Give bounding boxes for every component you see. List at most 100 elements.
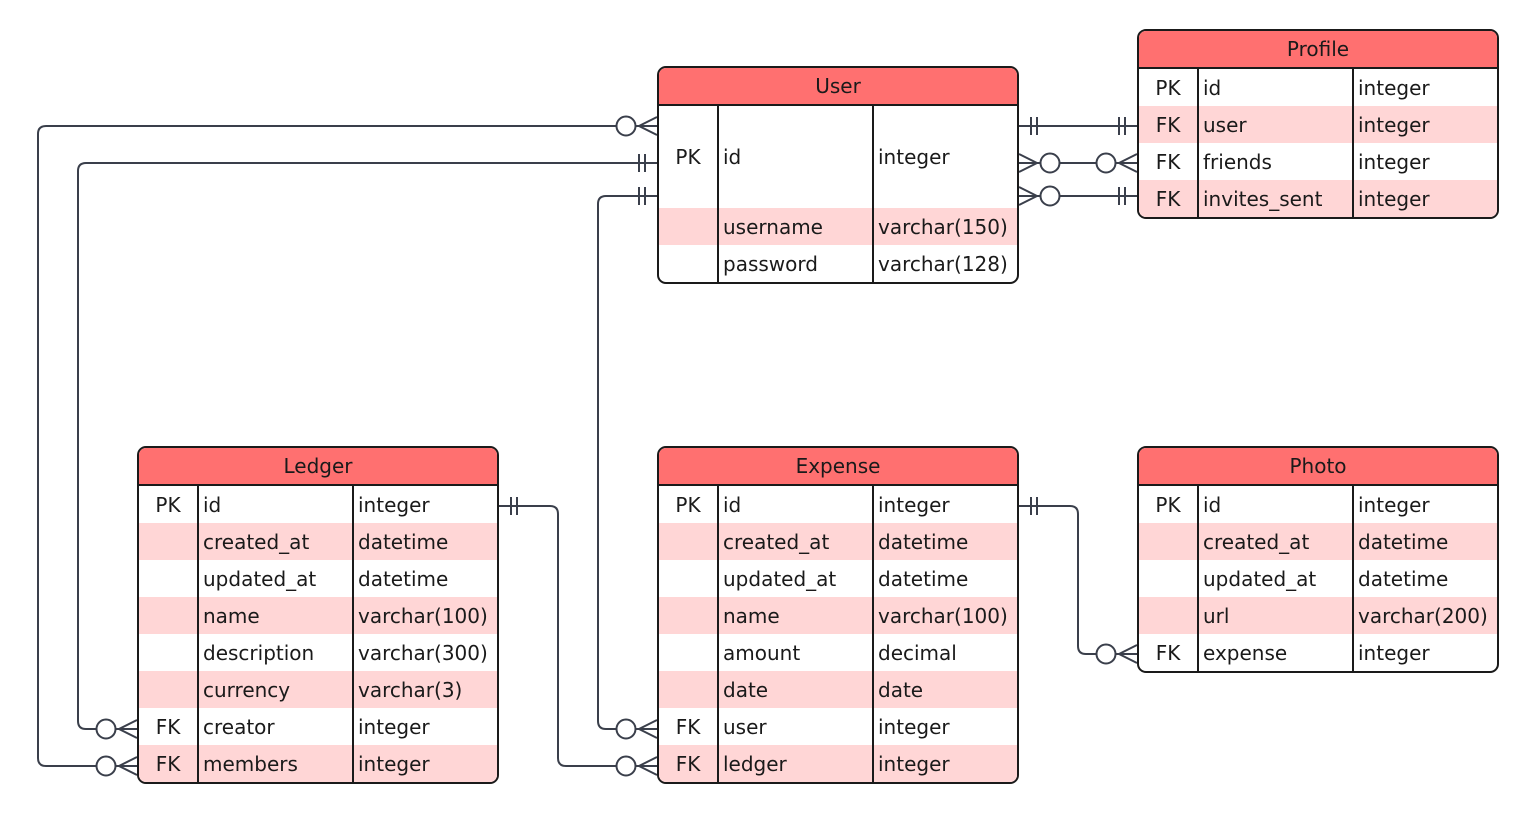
zero-marker-icon bbox=[95, 718, 117, 740]
field-type: datetime bbox=[878, 566, 969, 591]
crowfoot-icon bbox=[638, 765, 658, 776]
entity-title-text: Photo bbox=[1289, 454, 1347, 478]
zero-marker-icon bbox=[95, 755, 117, 777]
crowfoot-icon bbox=[1018, 195, 1038, 206]
field-row: PK id integer bbox=[139, 486, 497, 523]
relationship-line bbox=[597, 195, 657, 730]
field-row: username varchar(150) bbox=[659, 208, 1017, 245]
field-name: updated_at bbox=[1203, 566, 1317, 591]
field-type: integer bbox=[878, 714, 950, 739]
field-name: description bbox=[203, 640, 315, 665]
field-row: url varchar(200) bbox=[1139, 597, 1497, 634]
field-row: amount decimal bbox=[659, 634, 1017, 671]
column-divider bbox=[1352, 69, 1354, 217]
column-divider bbox=[352, 486, 354, 782]
field-type: datetime bbox=[1358, 566, 1449, 591]
zero-marker-icon bbox=[1095, 643, 1117, 665]
field-row: description varchar(300) bbox=[139, 634, 497, 671]
relationship-line bbox=[37, 125, 657, 767]
field-name: members bbox=[203, 751, 298, 776]
field-name: friends bbox=[1203, 149, 1272, 174]
field-type: date bbox=[878, 677, 924, 702]
column-divider bbox=[717, 486, 719, 782]
field-key: FK bbox=[1155, 640, 1181, 665]
field-type: varchar(3) bbox=[358, 677, 463, 702]
field-row: PK id integer bbox=[659, 486, 1017, 523]
field-name: created_at bbox=[203, 529, 310, 554]
column-divider bbox=[197, 486, 199, 782]
field-name: invites_sent bbox=[1203, 186, 1323, 211]
field-name: id bbox=[1203, 492, 1222, 517]
field-row: created_at datetime bbox=[139, 523, 497, 560]
field-key: FK bbox=[155, 751, 181, 776]
field-type: integer bbox=[358, 714, 430, 739]
field-name: currency bbox=[203, 677, 291, 702]
field-key: FK bbox=[675, 751, 701, 776]
field-name: id bbox=[203, 492, 222, 517]
entity-profile[interactable]: Profile PK id integer FK user integer FK… bbox=[1137, 29, 1499, 219]
field-name: updated_at bbox=[203, 566, 317, 591]
crowfoot-icon bbox=[118, 719, 138, 730]
zero-marker-icon bbox=[1095, 152, 1117, 174]
field-key: FK bbox=[155, 714, 181, 739]
field-type: integer bbox=[1358, 75, 1430, 100]
crowfoot-icon bbox=[1118, 162, 1138, 173]
crowfoot-icon bbox=[638, 756, 658, 767]
relationship-line bbox=[77, 162, 657, 730]
field-name: user bbox=[1203, 112, 1247, 137]
entity-title: Ledger bbox=[139, 448, 497, 486]
crowfoot-icon bbox=[638, 728, 658, 739]
field-row: FK members integer bbox=[139, 745, 497, 782]
field-row: FK creator integer bbox=[139, 708, 497, 745]
field-key: PK bbox=[675, 145, 701, 169]
zero-marker-icon bbox=[1039, 185, 1061, 207]
field-key: PK bbox=[1155, 492, 1181, 517]
entity-photo[interactable]: Photo PK id integer created_at datetime … bbox=[1137, 446, 1499, 673]
field-name: url bbox=[1203, 603, 1230, 628]
entity-user[interactable]: User PK id integer username varchar(150)… bbox=[657, 66, 1019, 284]
entity-ledger[interactable]: Ledger PK id integer created_at datetime… bbox=[137, 446, 499, 784]
field-key: FK bbox=[1155, 112, 1181, 137]
column-divider bbox=[872, 486, 874, 782]
field-row: FK user integer bbox=[659, 708, 1017, 745]
field-type: integer bbox=[1358, 149, 1430, 174]
crowfoot-icon bbox=[1018, 153, 1038, 164]
column-divider bbox=[1352, 486, 1354, 671]
field-name: created_at bbox=[723, 529, 830, 554]
field-row: FK friends integer bbox=[1139, 143, 1497, 180]
field-row: FK ledger integer bbox=[659, 745, 1017, 782]
field-name: updated_at bbox=[723, 566, 837, 591]
field-row: currency varchar(3) bbox=[139, 671, 497, 708]
crowfoot-icon bbox=[118, 765, 138, 776]
field-type: integer bbox=[358, 492, 430, 517]
field-type: integer bbox=[1358, 640, 1430, 665]
field-row: created_at datetime bbox=[1139, 523, 1497, 560]
field-row: date date bbox=[659, 671, 1017, 708]
crowfoot-icon bbox=[1118, 153, 1138, 164]
field-type: varchar(100) bbox=[358, 603, 488, 628]
entity-title-text: Profile bbox=[1286, 37, 1350, 61]
field-row: PK id integer bbox=[659, 106, 1017, 208]
field-name: created_at bbox=[1203, 529, 1310, 554]
field-type: decimal bbox=[878, 640, 957, 665]
field-type: varchar(100) bbox=[878, 603, 1008, 628]
entity-expense[interactable]: Expense PK id integer created_at datetim… bbox=[657, 446, 1019, 784]
field-row: PK id integer bbox=[1139, 486, 1497, 523]
entity-title-text: Ledger bbox=[283, 454, 353, 478]
column-divider bbox=[872, 106, 874, 282]
field-type: varchar(300) bbox=[358, 640, 488, 665]
crowfoot-icon bbox=[1118, 653, 1138, 664]
field-key: FK bbox=[675, 714, 701, 739]
field-row: FK invites_sent integer bbox=[1139, 180, 1497, 217]
field-type: integer bbox=[878, 751, 950, 776]
field-type: datetime bbox=[1358, 529, 1449, 554]
zero-marker-icon bbox=[615, 115, 637, 137]
field-type: integer bbox=[1358, 112, 1430, 137]
field-type: datetime bbox=[358, 566, 449, 591]
field-type: varchar(150) bbox=[878, 214, 1008, 239]
field-type: integer bbox=[1358, 186, 1430, 211]
crowfoot-icon bbox=[638, 125, 658, 136]
field-row: FK user integer bbox=[1139, 106, 1497, 143]
field-type: datetime bbox=[878, 529, 969, 554]
field-name: amount bbox=[723, 640, 801, 665]
